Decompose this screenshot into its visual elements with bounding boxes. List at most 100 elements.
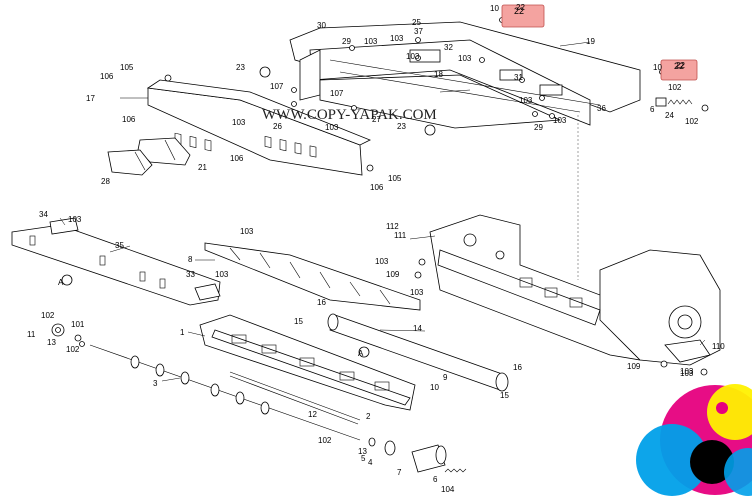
callout-number: 106 — [100, 72, 114, 81]
callout-number: 103 — [458, 54, 472, 63]
callout-number: 103 — [553, 116, 567, 125]
callout-number: 106 — [370, 183, 384, 192]
callout-number: 11 — [27, 330, 36, 339]
callout-number: 103 — [364, 37, 378, 46]
callout-number: 6 — [433, 475, 438, 484]
callout-number: 10 — [490, 4, 499, 13]
callout-number: 36 — [597, 104, 606, 113]
callout-number: 103 — [375, 257, 389, 266]
callout-number: 112 — [386, 222, 399, 231]
callout-number: 103 — [680, 369, 694, 378]
callout-number: 5 — [361, 454, 366, 463]
ref-circle-a-right — [358, 346, 370, 358]
callout-number: A — [358, 349, 364, 358]
spring-24 — [655, 97, 709, 112]
callout-number: A — [58, 278, 64, 287]
callout-number: 102 — [318, 436, 332, 445]
color-logo — [636, 384, 752, 496]
callout-number: 6 — [650, 105, 655, 114]
callout-number: 1 — [180, 328, 185, 337]
callout-number: 9 — [443, 373, 448, 382]
callout-number: 4 — [368, 458, 373, 467]
callout-number: 110 — [712, 342, 725, 351]
callout-number: 16 — [513, 363, 522, 372]
callout-number: 14 — [413, 324, 422, 333]
callout-number: 106 — [122, 115, 136, 124]
callout-number: 32 — [444, 43, 453, 52]
callout-number: 103 — [410, 288, 424, 297]
callout-number: 103 — [680, 367, 694, 376]
right-frame-assembly — [414, 214, 721, 376]
callout-number: 30 — [317, 21, 326, 30]
callout-number: 33 — [186, 270, 195, 279]
callout-number: 34 — [39, 210, 48, 219]
callout-number: 106 — [230, 154, 244, 163]
guide-plate-8 — [204, 242, 421, 311]
callout-number: 17 — [86, 94, 95, 103]
callout-number: 109 — [627, 362, 641, 371]
callout-label: 22 — [514, 6, 524, 16]
callout-number: 8 — [188, 255, 193, 264]
callout-number: 18 — [434, 70, 443, 79]
callout-number: 103 — [406, 52, 420, 61]
callout-number: 103 — [68, 215, 82, 224]
callout-number: 22 — [516, 3, 525, 12]
callout-number: 2 — [366, 412, 371, 421]
callout-number: 105 — [388, 174, 402, 183]
callout-number: 15 — [294, 317, 303, 326]
roller-14 — [327, 313, 509, 392]
callout-number: 31 — [514, 73, 523, 82]
callout-number: 35 — [115, 241, 124, 250]
highlight-callout-22-right[interactable]: 22 — [660, 59, 698, 81]
cover-plate-17 — [146, 74, 374, 176]
callout-number: 15 — [500, 391, 509, 400]
callout-number: 29 — [534, 123, 543, 132]
callout-number: 12 — [308, 410, 317, 419]
highlight-callout-22-top[interactable]: 22 — [501, 4, 545, 28]
callout-number: 104 — [441, 485, 455, 494]
callout-label: 22 — [674, 61, 684, 71]
callout-number: 22 — [676, 61, 685, 70]
shaft-3 — [79, 341, 361, 441]
callout-number: 3 — [153, 379, 158, 388]
callout-number: 102 — [66, 345, 80, 354]
callout-number: 103 — [390, 34, 404, 43]
callout-number: 101 — [71, 320, 85, 329]
callout-number: 28 — [101, 177, 110, 186]
upper-frame-assembly — [259, 21, 641, 136]
callout-number: 102 — [668, 83, 682, 92]
callout-number: 27 — [372, 115, 381, 124]
coupling-7 — [368, 437, 447, 473]
callout-number: 16 — [317, 298, 326, 307]
callout-number: 10 — [430, 383, 439, 392]
callout-number: 21 — [198, 163, 207, 172]
callout-number: 24 — [665, 111, 674, 120]
callout-number: 105 — [120, 63, 134, 72]
callout-number: 107 — [270, 82, 284, 91]
bar-12 — [229, 371, 361, 425]
ref-circle-a-left — [61, 274, 73, 286]
callout-number: 109 — [386, 270, 400, 279]
leader-lines — [59, 41, 706, 382]
callout-number: 107 — [330, 89, 344, 98]
spring-6 — [444, 468, 467, 473]
callout-number: 102 — [41, 311, 55, 320]
frame-1 — [199, 314, 416, 411]
callout-number: 102 — [685, 117, 699, 126]
callout-number: 7 — [397, 468, 402, 477]
callout-number: 13 — [358, 447, 367, 456]
guide-28 — [107, 149, 153, 176]
callout-number: 103 — [240, 227, 254, 236]
watermark-text: WWW.COPY-YAPAK.COM — [262, 107, 437, 123]
callout-number: 23 — [397, 122, 406, 131]
callout-number: 111 — [394, 231, 407, 240]
callout-number: 29 — [342, 37, 351, 46]
gear-11 — [51, 323, 82, 342]
callout-number: 103 — [519, 96, 533, 105]
callout-number: 26 — [273, 122, 282, 131]
callout-number: 103 — [325, 123, 339, 132]
callout-number: 23 — [236, 63, 245, 72]
